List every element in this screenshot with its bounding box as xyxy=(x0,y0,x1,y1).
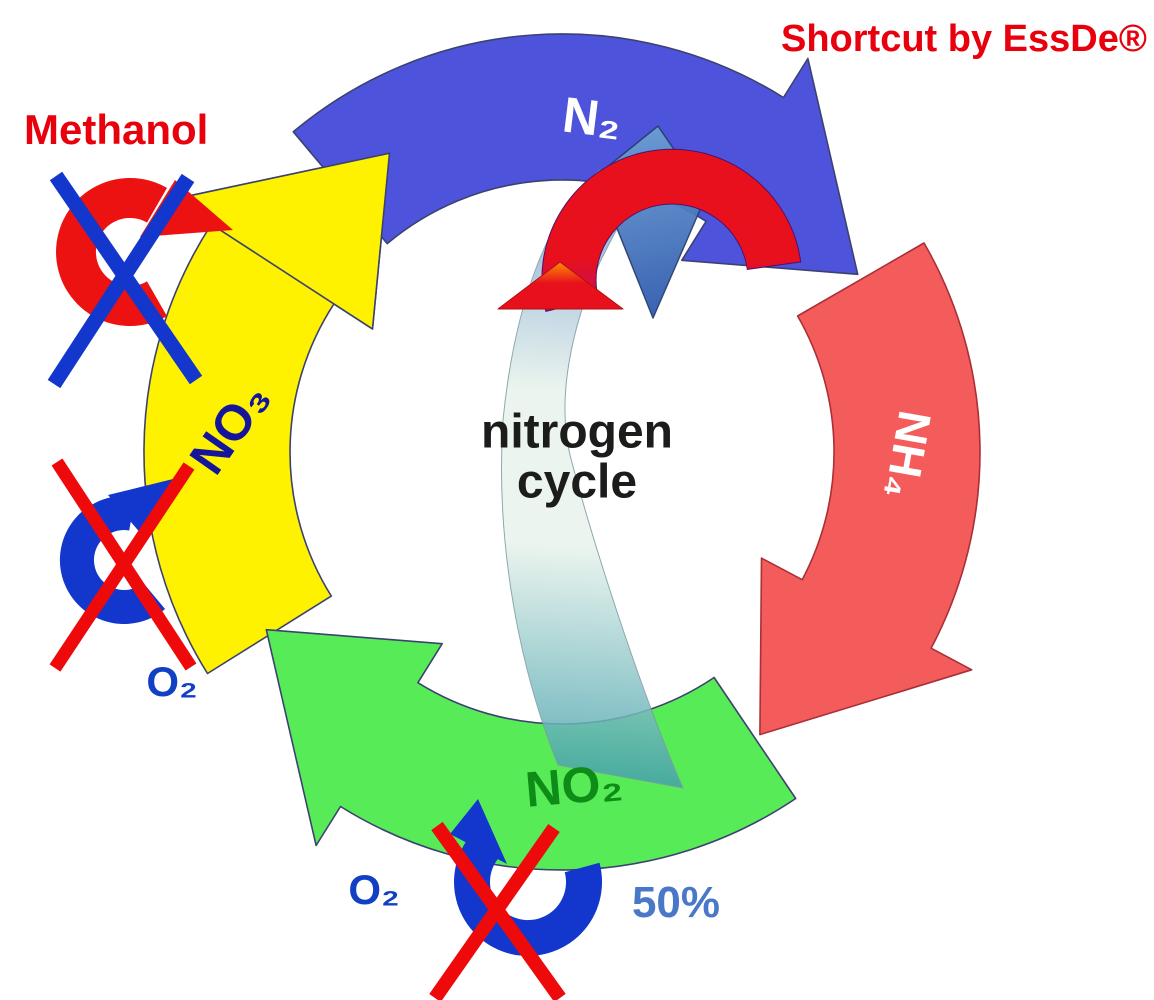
percent-label: 50% xyxy=(631,877,721,927)
o2-bottom-arrowhead xyxy=(450,799,507,864)
arc-arrow-nh4 xyxy=(759,242,981,736)
o2-left-arrowhead xyxy=(108,478,177,535)
o2-left-label: O₂ xyxy=(146,657,198,705)
o2-left-cross-stroke2 xyxy=(49,462,195,672)
deammonification-arrowhead xyxy=(497,261,624,310)
methanol-label: Methanol xyxy=(24,106,209,153)
no2-label: NO₂ xyxy=(523,753,625,818)
deammonification-arrow xyxy=(541,148,802,313)
center-title-line1: nitrogen xyxy=(481,405,673,459)
shortcut-title: Shortcut by EssDe® xyxy=(781,18,1147,60)
n2-label: N₂ xyxy=(559,86,625,150)
center-title-line2: cycle xyxy=(516,456,638,509)
o2-bottom-cross-stroke2 xyxy=(429,823,560,1000)
o2-bottom-label: O₂ xyxy=(348,865,400,913)
methanol-cross-stroke2 xyxy=(47,173,195,389)
center-title: nitrogen cycle xyxy=(481,405,673,509)
